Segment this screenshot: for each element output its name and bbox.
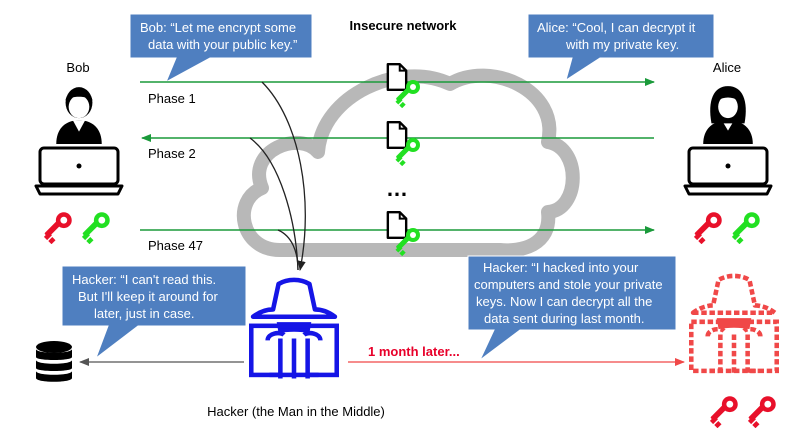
alice-laptop-icon [683, 146, 773, 196]
alice-speech-line1: Alice: “Cool, I can decrypt it [537, 20, 696, 35]
hacker-speech-bubble-1: Hacker: “I can't read this. But I'll kee… [61, 265, 247, 360]
hacker-speech2-line1: Hacker: “I hacked into your [483, 260, 639, 275]
intercept-curve-phase2 [249, 137, 299, 271]
hacker-later-icon [691, 276, 776, 375]
bob-public-key-icon [81, 212, 110, 244]
document-icon-phase2 [386, 120, 408, 150]
alice-speech-bubble: Alice: “Cool, I can decrypt it with my p… [527, 13, 715, 82]
alice-public-key-icon [731, 212, 760, 244]
hacker-speech1-line1: Hacker: “I can't read this. [72, 272, 216, 287]
bob-laptop-icon [34, 146, 124, 196]
hacker-speech2-line3: keys. Now I can decrypt all the [476, 294, 652, 309]
later-label: 1 month later... [368, 344, 460, 359]
alice-name: Alice [713, 60, 741, 75]
network-title: Insecure network [350, 18, 458, 33]
intercept-curve-phase1 [261, 81, 306, 271]
hacker-speech1-line3: later, just in case. [94, 306, 194, 321]
alice-user-icon [703, 86, 753, 144]
hacker-speech-bubble-2: Hacker: “I hacked into your computers an… [467, 255, 677, 361]
bob-speech-line1: Bob: “Let me encrypt some [140, 20, 296, 35]
stolen-key-icon-2 [747, 396, 776, 428]
intercept-curve-phase47 [277, 229, 299, 271]
hacker-icon [251, 280, 336, 379]
bob-private-key-icon [43, 212, 72, 244]
bob-name: Bob [66, 60, 89, 75]
document-icon-phase1 [386, 62, 408, 92]
stolen-key-icon-1 [709, 396, 738, 428]
phase2-label: Phase 2 [148, 146, 196, 161]
hacker-caption: Hacker (the Man in the Middle) [207, 404, 385, 419]
alice-private-key-icon [693, 212, 722, 244]
hacker-speech2-line2: computers and stole your private [474, 277, 663, 292]
alice-speech-line2: with my private key. [565, 37, 679, 52]
phase47-label: Phase 47 [148, 238, 203, 253]
document-icon-phase47 [386, 210, 408, 240]
bob-speech-bubble: Bob: “Let me encrypt some data with your… [129, 13, 313, 84]
cloud-icon [236, 68, 580, 258]
phase1-label: Phase 1 [148, 91, 196, 106]
bob-speech-line2: data with your public key.” [148, 37, 297, 52]
hacker-speech2-line4: data sent during last month. [484, 311, 644, 326]
ellipsis: … [386, 176, 408, 201]
hacker-speech1-line2: But I'll keep it around for [78, 289, 218, 304]
bob-user-icon [56, 87, 102, 144]
database-icon [36, 341, 72, 382]
